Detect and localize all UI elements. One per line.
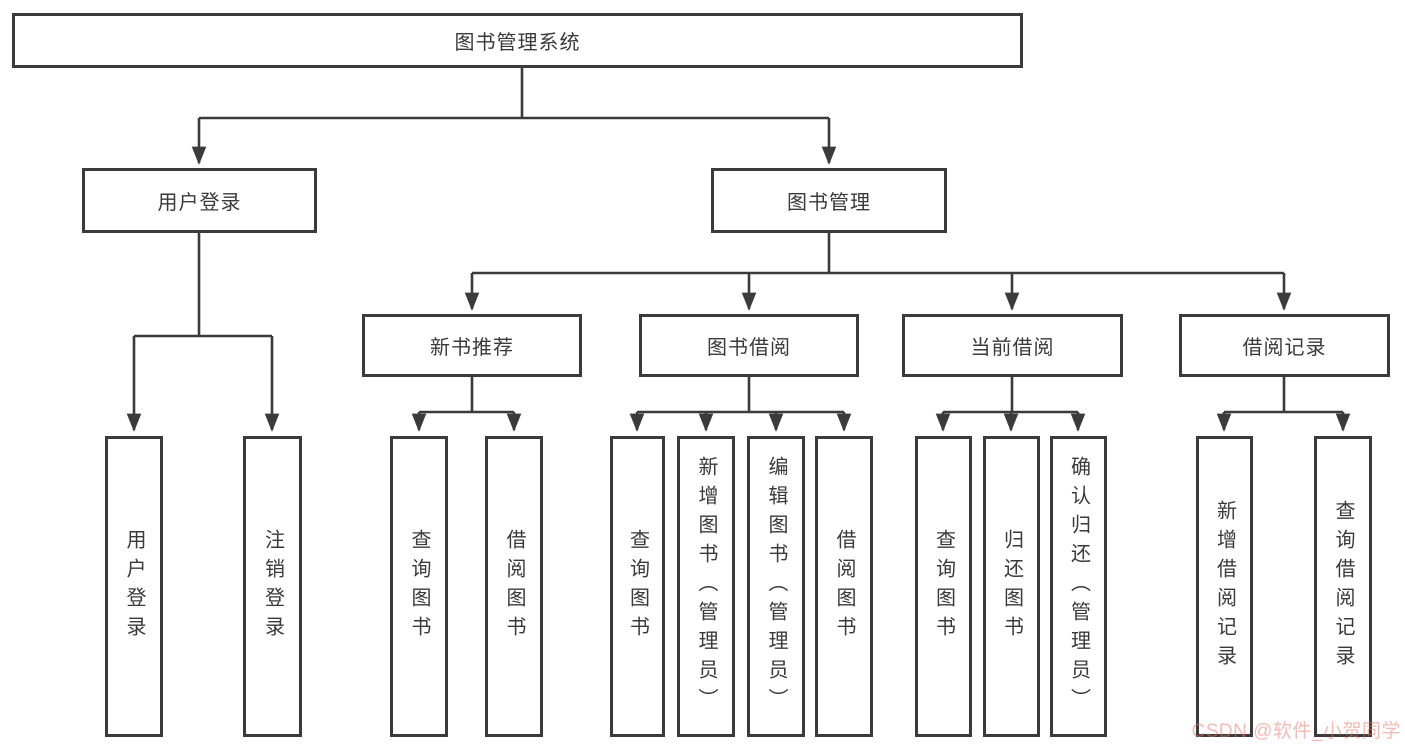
- node-leaf-borrow-books-borrowing: 借阅图书: [815, 436, 873, 737]
- node-book-borrowing: 图书借阅: [639, 314, 859, 377]
- node-current-borrowing: 当前借阅: [902, 314, 1123, 377]
- node-leaf-confirm-return-admin: 确认归还（管理员）: [1050, 436, 1107, 737]
- node-new-book-recommend: 新书推荐: [362, 314, 582, 377]
- node-leaf-query-books-recommend: 查询图书: [390, 436, 448, 737]
- node-leaf-add-books-admin: 新增图书（管理员）: [677, 436, 735, 737]
- node-leaf-query-books-borrowing: 查询图书: [610, 436, 665, 737]
- node-leaf-user-login: 用户登录: [105, 436, 163, 737]
- node-book-management: 图书管理: [711, 168, 947, 233]
- node-root: 图书管理系统: [12, 13, 1023, 68]
- node-leaf-add-borrow-record: 新增借阅记录: [1196, 436, 1253, 737]
- node-leaf-logout: 注销登录: [243, 436, 302, 737]
- node-leaf-query-books-current: 查询图书: [915, 436, 972, 737]
- node-borrowing-records: 借阅记录: [1179, 314, 1390, 377]
- node-leaf-query-borrow-record: 查询借阅记录: [1314, 436, 1372, 737]
- node-leaf-return-books: 归还图书: [983, 436, 1040, 737]
- node-leaf-edit-books-admin: 编辑图书（管理员）: [747, 436, 805, 737]
- node-user-login: 用户登录: [82, 168, 317, 233]
- node-leaf-borrow-books-recommend: 借阅图书: [485, 436, 543, 737]
